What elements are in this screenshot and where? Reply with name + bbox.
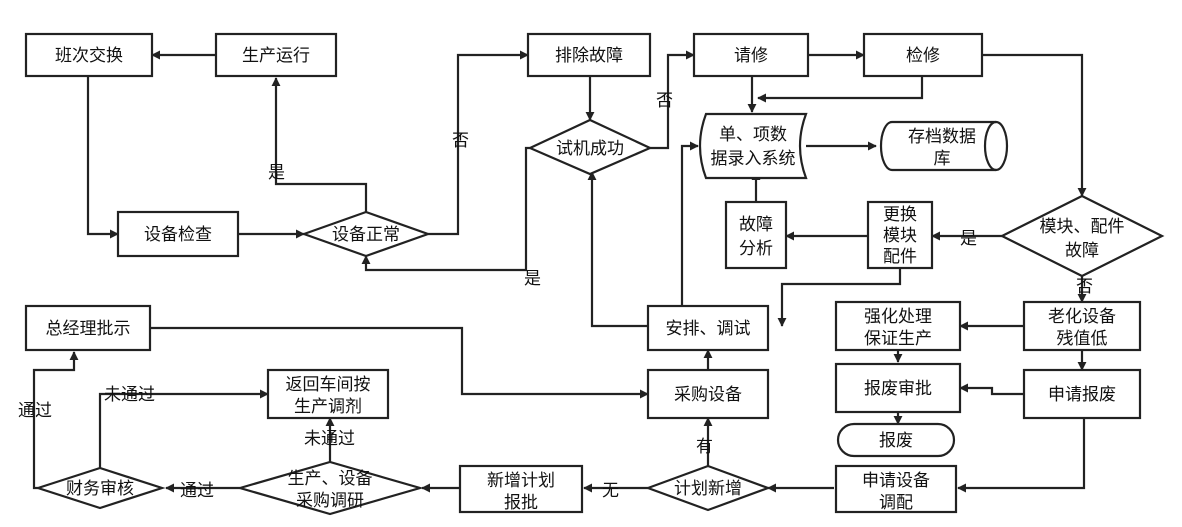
node-archive-db: 存档数据 库 — [879, 120, 1009, 172]
label-trial-success: 试机成功 — [556, 139, 624, 159]
label-new-plan-approval-2: 报批 — [504, 493, 538, 513]
label-shift-change: 班次交换 — [55, 46, 123, 66]
label-request-repair: 请修 — [734, 46, 768, 66]
node-request-repair: 请修 — [692, 32, 810, 78]
label-finance-review: 财务审核 — [66, 479, 134, 499]
label-replace-module-2: 模块 — [883, 226, 917, 246]
node-research: 生产、设备 采购调研 — [236, 460, 424, 516]
edge-label-plannew-have: 有 — [696, 437, 713, 457]
node-finance-review: 财务审核 — [34, 466, 166, 510]
edge-label-finance-pass: 通过 — [18, 401, 52, 421]
label-apply-scrap: 申请报废 — [1048, 385, 1116, 405]
label-module-fault-2: 故障 — [1065, 241, 1099, 261]
label-new-plan-approval-1: 新增计划 — [487, 471, 555, 491]
node-entry-system: 单、项数 据录入系统 — [698, 112, 808, 180]
label-module-fault-1: 模块、配件 — [1040, 217, 1125, 237]
label-apply-allocation-2: 调配 — [879, 493, 913, 513]
node-apply-allocation: 申请设备 调配 — [834, 464, 958, 514]
label-fault-analysis-1: 故障 — [739, 215, 773, 235]
edge-applyscrap-to-allocation — [957, 418, 1086, 493]
edge-labels: 否 是 否 是 是 否 通过 未通过 未通过 通过 有 无 — [18, 91, 1093, 501]
label-research-1: 生产、设备 — [288, 469, 373, 489]
label-arrange-debug: 安排、调试 — [666, 319, 751, 339]
edge-label-research-fail: 未通过 — [304, 429, 355, 449]
edge-label-plannew-none: 无 — [602, 481, 619, 501]
edge-finance-fail-to-return — [98, 389, 269, 468]
label-replace-module-3: 配件 — [883, 247, 917, 267]
edge-replace-to-arrange — [777, 268, 902, 327]
label-replace-module-1: 更换 — [883, 205, 917, 225]
node-overhaul: 检修 — [862, 32, 984, 78]
edge-label-trial-no: 否 — [656, 91, 673, 111]
edge-label-trial-yes: 是 — [524, 269, 541, 289]
edge-overhaul-to-entry — [757, 76, 924, 103]
label-fault-analysis-2: 分析 — [739, 239, 773, 259]
node-production-run: 生产运行 — [214, 32, 338, 78]
label-archive-db-2: 库 — [934, 149, 951, 169]
label-overhaul: 检修 — [906, 46, 940, 66]
label-entry-system-2: 据录入系统 — [711, 149, 796, 169]
edge-normal-no-to-troubleshoot — [428, 50, 529, 236]
node-plan-new: 计划新增 — [644, 464, 772, 512]
node-aging: 老化设备 残值低 — [1022, 300, 1142, 352]
node-module-fault: 模块、配件 故障 — [999, 194, 1165, 278]
edge-label-modulefault-no: 否 — [1076, 277, 1093, 297]
edge-label-finance-fail: 未通过 — [104, 385, 155, 405]
edge-label-normal-no: 否 — [452, 131, 469, 151]
node-replace-module: 更换 模块 配件 — [866, 200, 934, 270]
node-shift-change: 班次交换 — [24, 32, 154, 78]
edge-arrange-to-entry — [680, 141, 699, 306]
node-equipment-check: 设备检查 — [116, 210, 240, 258]
label-equipment-normal: 设备正常 — [332, 225, 400, 245]
edge-shift-to-check — [86, 76, 119, 239]
node-trial-success: 试机成功 — [527, 118, 653, 176]
node-scrap: 报废 — [836, 422, 956, 458]
edge-overhaul-to-modulefault — [982, 53, 1087, 197]
label-strengthen-1: 强化处理 — [864, 307, 932, 327]
node-arrange-debug: 安排、调试 — [646, 304, 770, 352]
label-production-run: 生产运行 — [242, 46, 310, 66]
node-return-workshop: 返回车间按 生产调剂 — [266, 368, 390, 420]
node-troubleshoot: 排除故障 — [526, 32, 652, 78]
connectors — [32, 50, 1087, 493]
label-return-workshop-1: 返回车间按 — [286, 375, 371, 395]
label-plan-new: 计划新增 — [674, 479, 742, 499]
node-apply-scrap: 申请报废 — [1022, 368, 1142, 420]
label-archive-db-1: 存档数据 — [908, 127, 976, 147]
node-equipment-normal: 设备正常 — [300, 210, 432, 258]
label-strengthen-2: 保证生产 — [864, 329, 932, 349]
edge-arrange-to-trial — [587, 171, 648, 328]
label-research-2: 采购调研 — [296, 491, 364, 511]
label-aging-1: 老化设备 — [1048, 307, 1116, 327]
label-apply-allocation-1: 申请设备 — [862, 471, 930, 491]
edge-label-modulefault-yes: 是 — [960, 229, 977, 249]
node-strengthen: 强化处理 保证生产 — [834, 300, 962, 352]
label-purchase: 采购设备 — [674, 385, 742, 405]
label-entry-system-1: 单、项数 — [719, 125, 787, 145]
edge-applyscrap-to-scrapapproval — [959, 383, 1024, 396]
node-new-plan-approval: 新增计划 报批 — [458, 464, 584, 514]
node-fault-analysis: 故障 分析 — [724, 200, 788, 270]
label-aging-2: 残值低 — [1057, 329, 1108, 349]
label-troubleshoot: 排除故障 — [555, 46, 623, 66]
edge-label-research-pass: 通过 — [180, 481, 214, 501]
edge-normal-yes-to-run — [271, 77, 368, 214]
label-equipment-check: 设备检查 — [144, 225, 212, 245]
edge-trial-no-to-request — [650, 50, 695, 150]
node-gm-approval: 总经理批示 — [24, 304, 152, 352]
edge-label-normal-yes: 是 — [268, 163, 285, 183]
label-return-workshop-2: 生产调剂 — [294, 397, 362, 417]
node-purchase: 采购设备 — [646, 368, 770, 420]
label-scrap: 报废 — [879, 431, 913, 451]
edge-trial-yes-to-normal — [361, 146, 530, 272]
node-scrap-approval: 报废审批 — [834, 362, 962, 414]
label-gm-approval: 总经理批示 — [46, 319, 131, 339]
label-scrap-approval: 报废审批 — [864, 379, 932, 399]
edge-gm-to-purchase — [150, 326, 649, 399]
